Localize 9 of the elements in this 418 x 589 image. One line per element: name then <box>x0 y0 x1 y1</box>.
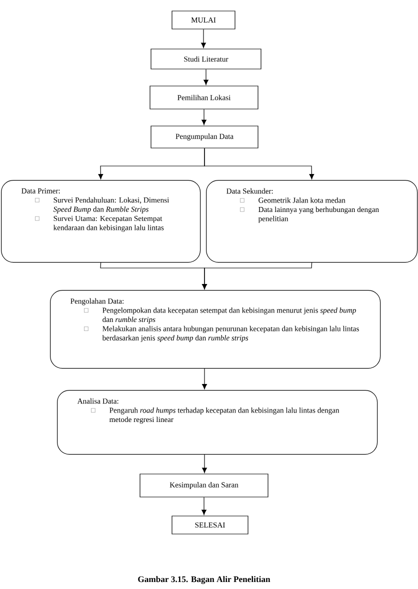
arrow <box>202 454 207 473</box>
arrow <box>201 29 206 48</box>
arrow <box>202 497 206 515</box>
arrow <box>202 109 206 125</box>
arrow <box>202 368 207 390</box>
arrow <box>204 69 208 85</box>
arrow <box>204 148 314 180</box>
arrow <box>202 262 312 290</box>
figure-caption: Gambar 3.15. Bagan Alir Penelitian <box>138 576 270 584</box>
